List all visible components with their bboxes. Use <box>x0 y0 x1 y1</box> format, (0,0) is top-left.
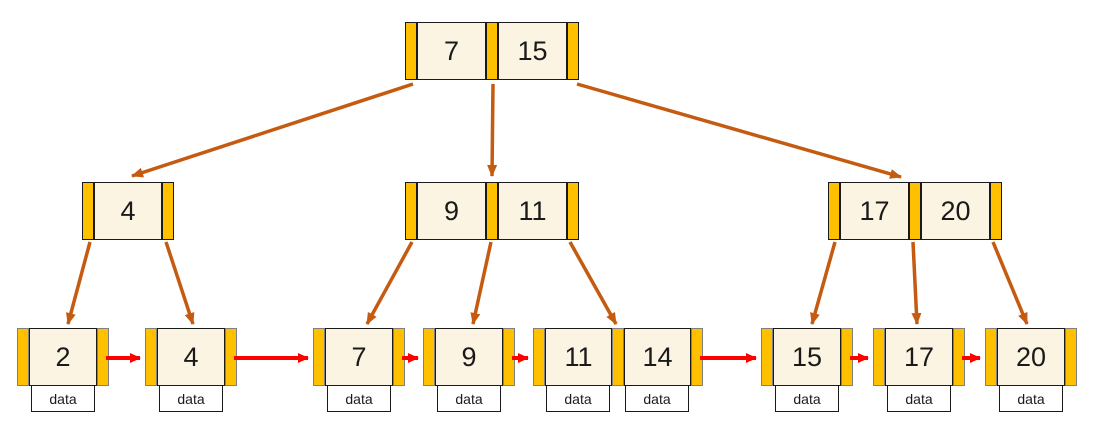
leaf-node-4: 4 <box>145 328 237 386</box>
leaf-group-9: 9 data <box>423 328 515 412</box>
pointer-slot <box>953 328 965 386</box>
leaf-group-15: 15 data <box>761 328 853 412</box>
edge-node1720-to-leaf15 <box>810 241 837 325</box>
pointer-slot <box>405 182 417 240</box>
data-box: data <box>437 385 501 412</box>
leaf-node-2: 2 <box>17 328 109 386</box>
key-cell: 7 <box>325 328 393 386</box>
data-box: data <box>546 385 610 412</box>
pointer-slot <box>567 22 579 80</box>
edge-node1720-to-leaf20 <box>991 241 1029 325</box>
leaf-group-20: 20 data <box>985 328 1077 412</box>
pointer-slot <box>503 328 515 386</box>
pointer-slot <box>145 328 157 386</box>
data-box: data <box>31 385 95 412</box>
leaf-node-17: 17 <box>873 328 965 386</box>
edge-node4-to-leaf4 <box>164 241 195 325</box>
data-box: data <box>625 385 689 412</box>
leaf-group-17: 17 data <box>873 328 965 412</box>
internal-node-17-20: 17 20 <box>828 182 1002 240</box>
data-box: data <box>775 385 839 412</box>
edge-node911-to-leaf9 <box>470 241 493 325</box>
data-box: data <box>999 385 1063 412</box>
key-cell: 15 <box>773 328 841 386</box>
data-box: data <box>327 385 391 412</box>
pointer-slot <box>873 328 885 386</box>
key-cell: 15 <box>498 22 567 80</box>
pointer-slot <box>313 328 325 386</box>
key-cell: 9 <box>417 182 486 240</box>
key-cell: 2 <box>29 328 97 386</box>
pointer-slot <box>1065 328 1077 386</box>
pointer-slot <box>761 328 773 386</box>
edge-root-to-child-right <box>576 82 902 179</box>
pointer-slot <box>612 328 624 386</box>
leaf-node-15: 15 <box>761 328 853 386</box>
pointer-slot <box>828 182 840 240</box>
leaf-node-11-14: 11 14 <box>533 328 703 386</box>
pointer-slot <box>97 328 109 386</box>
pointer-slot <box>486 22 498 80</box>
leaf-group-11-14: 11 14 data data <box>533 328 703 412</box>
pointer-slot <box>162 182 174 240</box>
key-cell: 4 <box>157 328 225 386</box>
leaf-node-20: 20 <box>985 328 1077 386</box>
internal-node-4: 4 <box>82 182 174 240</box>
root-node: 7 15 <box>405 22 579 80</box>
key-cell: 11 <box>498 182 567 240</box>
edge-root-to-child-left <box>131 82 414 178</box>
pointer-slot <box>567 182 579 240</box>
key-cell: 17 <box>885 328 953 386</box>
data-box: data <box>887 385 951 412</box>
pointer-slot <box>486 182 498 240</box>
leaf-group-2: 2 data <box>17 328 109 412</box>
pointer-slot <box>17 328 29 386</box>
key-cell: 11 <box>545 328 612 386</box>
key-cell: 17 <box>840 182 909 240</box>
edge-root-to-child-middle <box>487 83 498 177</box>
key-cell: 14 <box>624 328 691 386</box>
data-box: data <box>159 385 223 412</box>
edge-node1720-to-leaf17 <box>911 241 922 325</box>
leaf-group-4: 4 data <box>145 328 237 412</box>
key-cell: 4 <box>94 182 162 240</box>
pointer-slot <box>985 328 997 386</box>
pointer-slot <box>909 182 921 240</box>
leaf-node-9: 9 <box>423 328 515 386</box>
pointer-slot <box>82 182 94 240</box>
pointer-slot <box>423 328 435 386</box>
key-cell: 20 <box>997 328 1065 386</box>
key-cell: 20 <box>921 182 990 240</box>
pointer-slot <box>691 328 703 386</box>
pointer-slot <box>990 182 1002 240</box>
pointer-slot <box>841 328 853 386</box>
internal-node-9-11: 9 11 <box>405 182 579 240</box>
leaf-group-7: 7 data <box>313 328 405 412</box>
pointer-slot <box>225 328 237 386</box>
pointer-slot <box>533 328 545 386</box>
edge-node911-to-leaf1114 <box>568 241 618 325</box>
key-cell: 9 <box>435 328 503 386</box>
edge-node911-to-leaf7 <box>365 241 414 325</box>
key-cell: 7 <box>417 22 486 80</box>
leaf-node-7: 7 <box>313 328 405 386</box>
pointer-slot <box>405 22 417 80</box>
edge-node4-to-leaf2 <box>66 241 92 325</box>
pointer-slot <box>393 328 405 386</box>
